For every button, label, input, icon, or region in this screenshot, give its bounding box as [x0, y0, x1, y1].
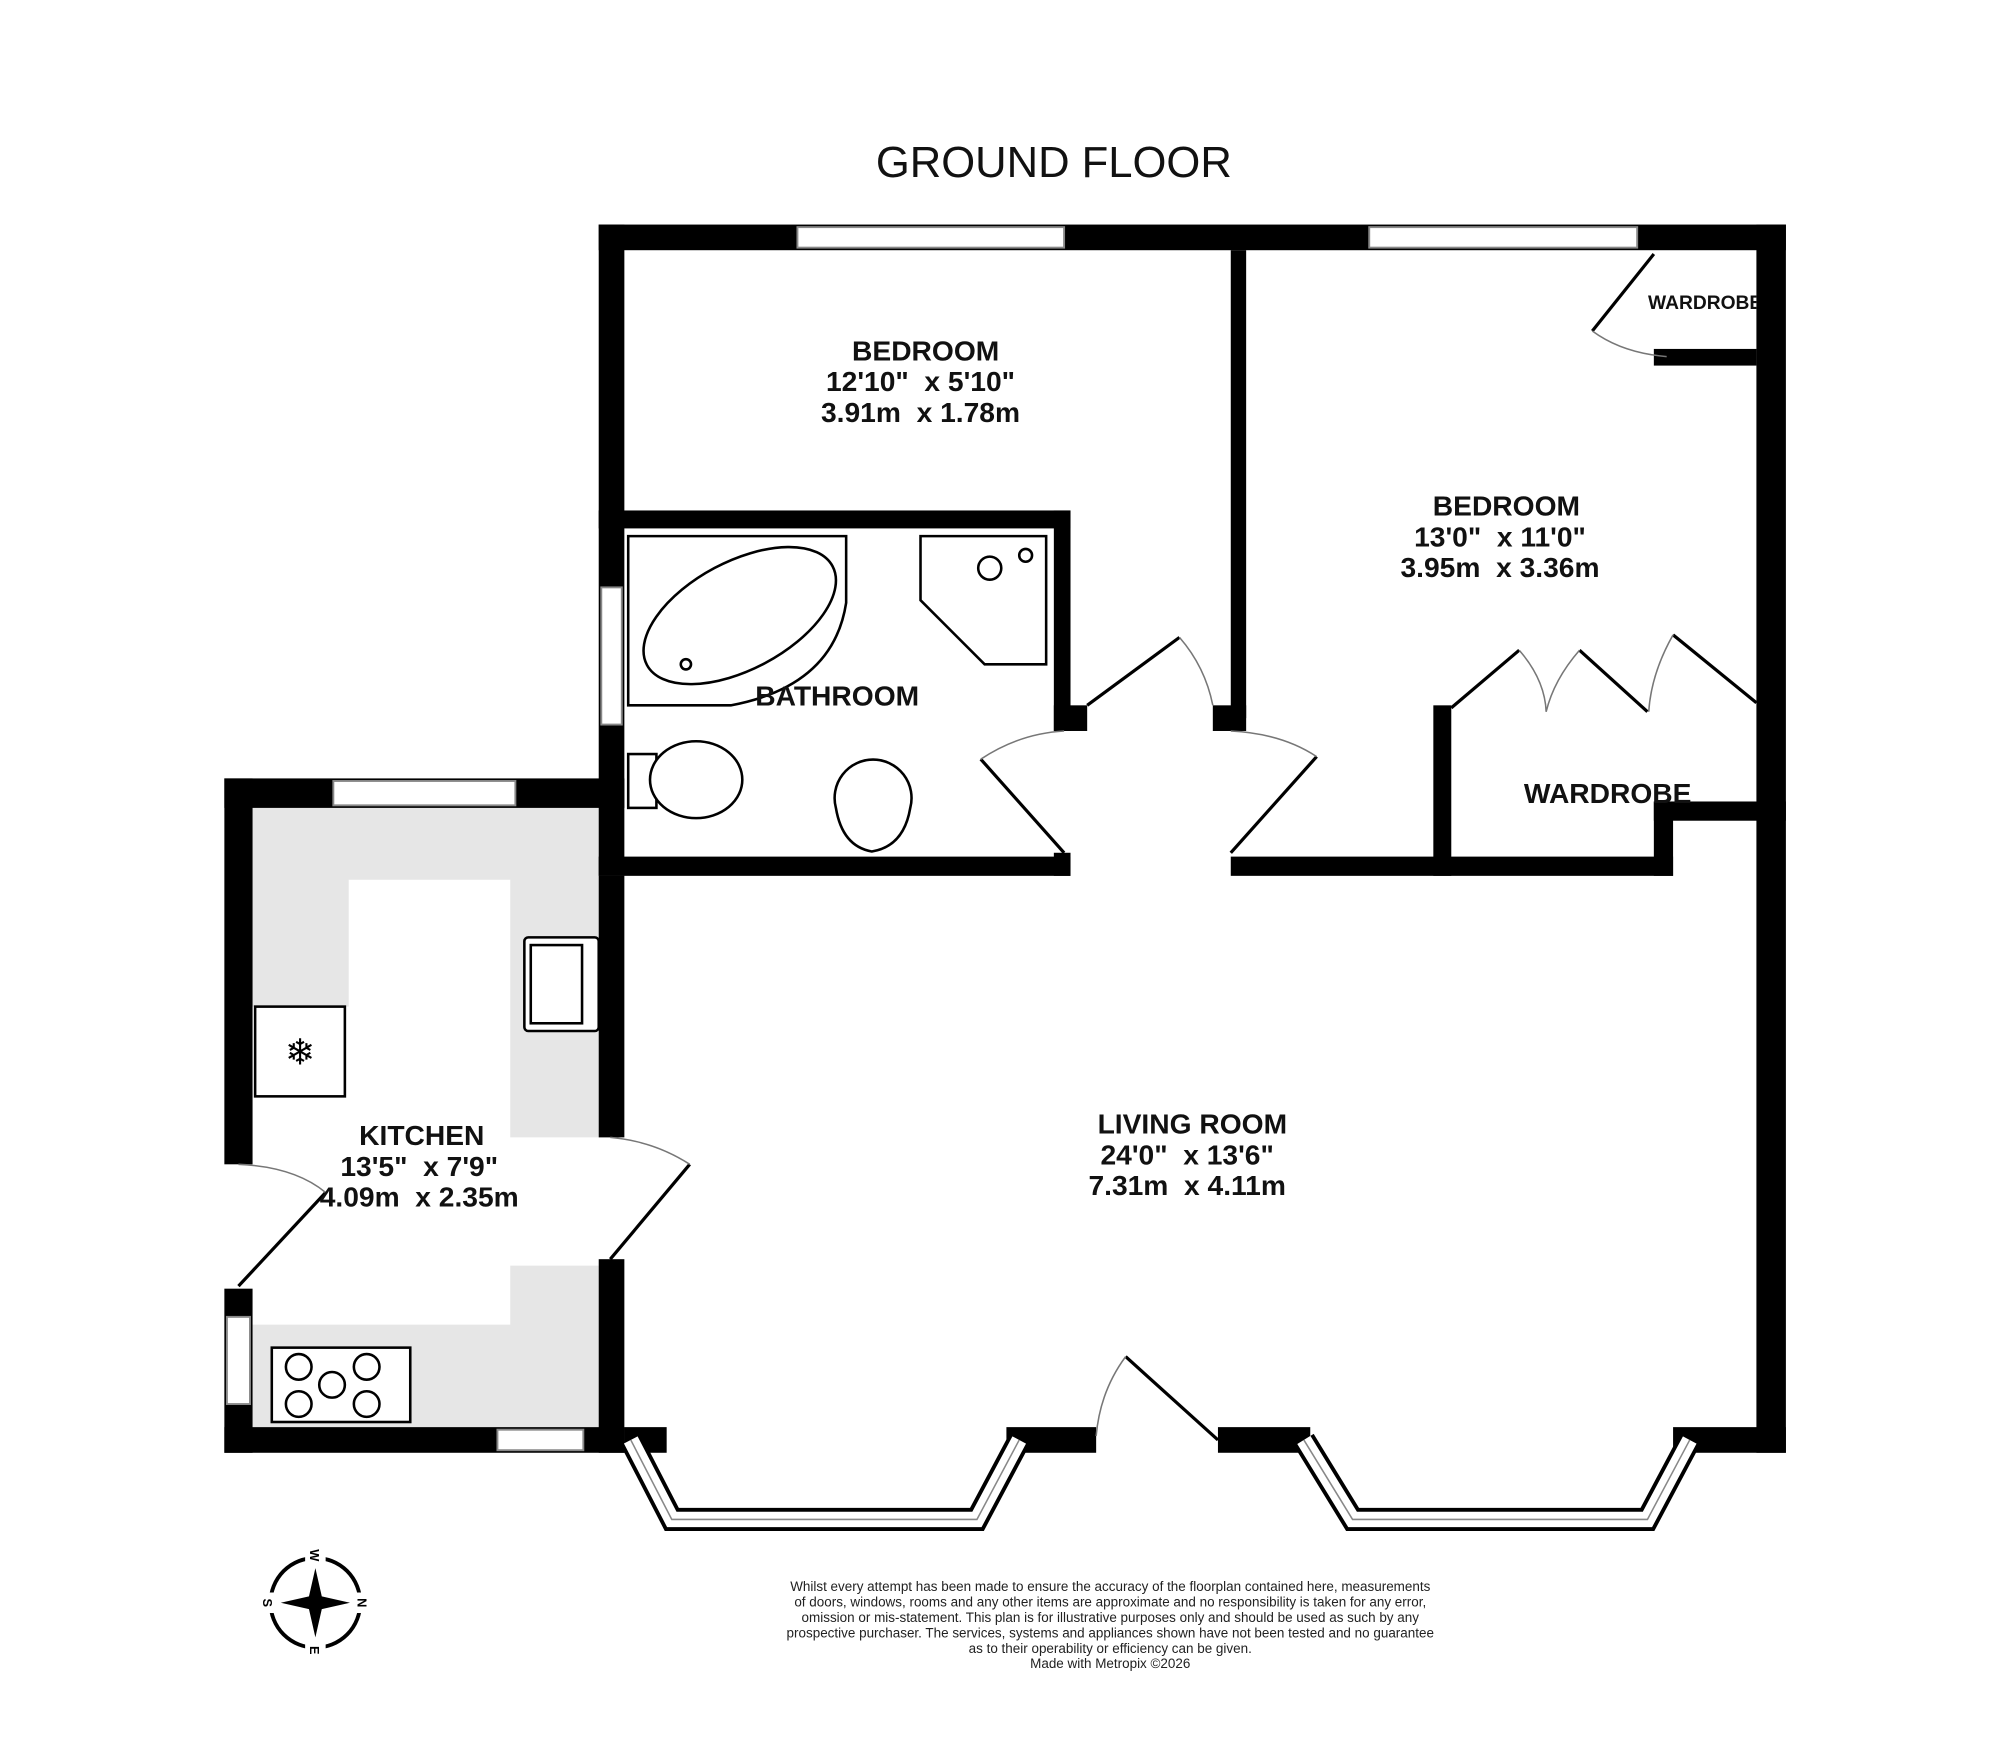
compass: W N E S — [260, 1548, 370, 1657]
shower — [919, 534, 1048, 666]
windows — [225, 226, 1700, 1531]
window — [796, 226, 1066, 249]
svg-text:omission or mis-statement. Thi: omission or mis-statement. This plan is … — [802, 1610, 1420, 1625]
svg-text:as to their operability or eff: as to their operability or efficiency ca… — [969, 1641, 1252, 1656]
window — [225, 1315, 251, 1406]
window — [1368, 226, 1639, 249]
made-with-credit: Made with Metropix ©2026 — [1030, 1656, 1190, 1671]
svg-text:W: W — [307, 1549, 322, 1562]
room-label-bathroom: BATHROOM — [755, 679, 919, 711]
svg-text:S: S — [260, 1598, 275, 1607]
room-size-imperial: 13'0" x 11'0" — [1414, 520, 1586, 552]
room-label-wardrobe-large: WARDROBE — [1524, 777, 1692, 809]
disclaimer: Whilst every attempt has been made to en… — [787, 1579, 1434, 1671]
bay-window-left — [620, 1434, 1030, 1531]
kitchen-counter — [252, 807, 599, 1428]
window — [496, 1428, 585, 1452]
snowflake-icon: ❄ — [285, 1032, 315, 1072]
room-label-wardrobe-small: WARDROBE — [1648, 293, 1762, 314]
fridge-freezer: ❄ — [253, 1005, 347, 1098]
room-size-imperial: 24'0" x 13'6" — [1100, 1138, 1273, 1170]
bathroom-basin — [833, 758, 913, 853]
room-size-metric: 3.95m x 3.36m — [1400, 551, 1599, 583]
svg-text:Whilst every attempt has been: Whilst every attempt has been made to en… — [790, 1579, 1430, 1594]
bay-window-right — [1294, 1433, 1700, 1531]
window — [600, 586, 623, 726]
room-name: LIVING ROOM — [1098, 1108, 1287, 1140]
plan-title: GROUND FLOOR — [876, 139, 1232, 187]
compass-star-icon — [280, 1568, 350, 1638]
hob — [270, 1346, 412, 1424]
kitchen-sink — [523, 936, 600, 1033]
bathtub — [626, 534, 848, 707]
room-size-imperial: 13'5" x 7'9" — [340, 1150, 498, 1182]
window — [332, 780, 517, 807]
room-name: BEDROOM — [1433, 490, 1580, 522]
room-size-metric: 7.31m x 4.11m — [1088, 1169, 1285, 1201]
svg-text:of doors, windows, rooms and a: of doors, windows, rooms and any other i… — [794, 1595, 1426, 1610]
room-size-imperial: 12'10" x 5'10" — [826, 365, 1015, 397]
svg-text:E: E — [307, 1646, 322, 1655]
doors — [237, 253, 1758, 1442]
room-size-metric: 4.09m x 2.35m — [320, 1181, 519, 1213]
room-name: KITCHEN — [359, 1119, 484, 1151]
toilet — [626, 739, 744, 820]
svg-text:prospective purchaser. The ser: prospective purchaser. The services, sys… — [787, 1625, 1434, 1640]
room-label-bedroom-2: BEDROOM 13'0" x 11'0" 3.95m x 3.36m — [1400, 490, 1599, 584]
room-name: BEDROOM — [852, 334, 999, 366]
room-label-bedroom-1: BEDROOM 12'10" x 5'10" 3.91m x 1.78m — [821, 334, 1020, 428]
svg-text:N: N — [355, 1598, 370, 1607]
room-label-kitchen: KITCHEN 13'5" x 7'9" 4.09m x 2.35m — [320, 1119, 519, 1213]
room-size-metric: 3.91m x 1.78m — [821, 396, 1020, 428]
room-label-living-room: LIVING ROOM 24'0" x 13'6" 7.31m x 4.11m — [1088, 1108, 1287, 1202]
